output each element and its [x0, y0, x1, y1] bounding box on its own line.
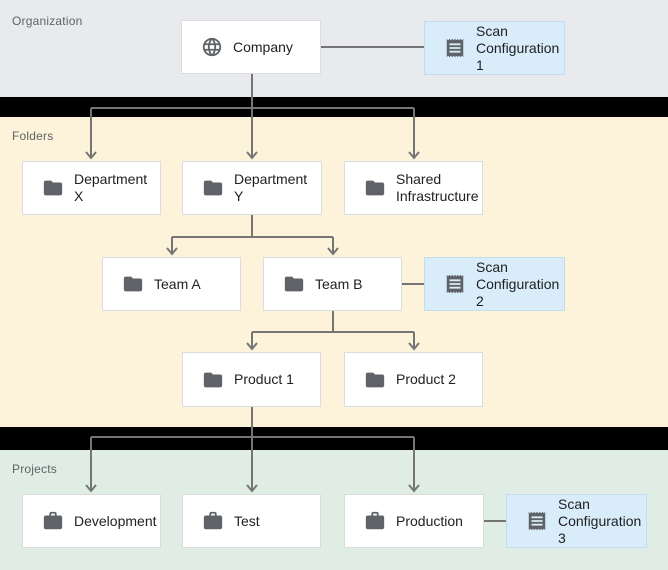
receipt-icon [526, 510, 548, 532]
receipt-icon [444, 273, 466, 295]
node-label: Company [233, 38, 293, 55]
node-department-x: Department X [22, 161, 161, 215]
folder-icon [364, 177, 386, 199]
separator-band-2 [0, 427, 668, 450]
node-team-a: Team A [102, 257, 241, 311]
folder-icon [122, 273, 144, 295]
node-team-b: Team B [263, 257, 402, 311]
briefcase-icon [202, 510, 224, 532]
node-scan-configuration-2: Scan Configuration 2 [424, 257, 565, 311]
node-scan-configuration-3: Scan Configuration 3 [506, 494, 647, 548]
node-label: Scan Configuration 1 [476, 22, 560, 73]
node-label: Team B [315, 275, 363, 292]
globe-icon [201, 36, 223, 58]
folder-icon [202, 369, 224, 391]
node-label: Scan Configuration 3 [558, 495, 642, 546]
node-label: Product 2 [396, 371, 456, 387]
node-shared-infrastructure: Shared Infrastructure [344, 161, 483, 215]
folder-icon [364, 369, 386, 391]
folder-icon [283, 273, 305, 295]
node-company: Company [181, 20, 321, 74]
node-development: Development [22, 494, 161, 548]
node-test: Test [182, 494, 321, 548]
node-department-y: Department Y [182, 161, 322, 215]
node-label: Shared Infrastructure [396, 171, 479, 204]
node-label: Department Y [234, 171, 308, 204]
briefcase-icon [364, 510, 386, 532]
node-label: Test [234, 512, 260, 529]
projects-band-label: Projects [12, 462, 57, 476]
node-label: Team A [154, 275, 201, 292]
node-production: Production [344, 494, 484, 548]
node-scan-configuration-1: Scan Configuration 1 [424, 21, 565, 75]
briefcase-icon [42, 510, 64, 532]
node-product-1: Product 1 [182, 352, 321, 407]
receipt-icon [444, 37, 466, 59]
node-label: Scan Configuration 2 [476, 258, 560, 309]
node-label: Product 1 [234, 371, 294, 387]
folder-icon [202, 177, 224, 199]
node-label: Production [396, 512, 463, 529]
folders-band-label: Folders [12, 129, 54, 143]
node-product-2: Product 2 [344, 352, 483, 407]
folder-icon [42, 177, 64, 199]
organization-band-label: Organization [12, 14, 83, 28]
node-label: Department X [74, 171, 148, 204]
node-label: Development [74, 512, 157, 529]
